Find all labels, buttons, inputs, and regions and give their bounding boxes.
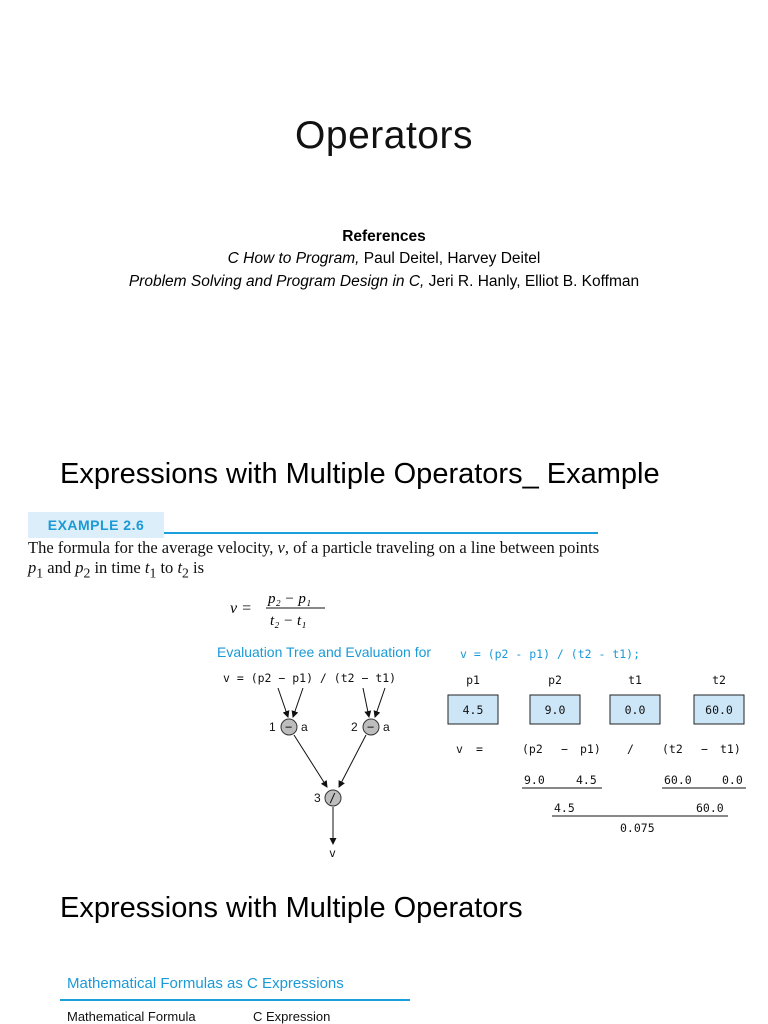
eval-val-p2: 9.0 (524, 773, 545, 787)
reference-2: Problem Solving and Program Design in C,… (120, 273, 648, 291)
references-heading: References (342, 228, 426, 245)
node-2-operator: − (367, 720, 374, 734)
variable-name-0: p1 (466, 673, 480, 687)
example-description: The formula for the average velocity, v,… (28, 538, 600, 581)
eval-diff-2: 60.0 (696, 801, 724, 815)
eval-val-p1: 4.5 (576, 773, 597, 787)
eval-t1: t1) (720, 742, 741, 756)
tree-edge-t1 (373, 687, 386, 718)
slide-title-multiple-operators: Expressions with Multiple Operators (60, 892, 523, 924)
variable-name-3: t2 (712, 673, 726, 687)
eval-equals: = (476, 742, 483, 756)
node-2-circle (362, 718, 380, 736)
node-1-circle (280, 718, 298, 736)
eval-v: v (456, 742, 463, 756)
node-2-assoc: a (383, 720, 390, 734)
eval-p1: p1) (580, 742, 601, 756)
eval-val-t1: 0.0 (722, 773, 743, 787)
variable-boxes: p1 4.5 p2 9.0 t1 0.0 t2 60.0 (447, 673, 745, 725)
eval-result: 0.075 (620, 821, 655, 835)
velocity-formula: v = p₂ − p₁ t₂ − t₁ (230, 591, 325, 629)
column-header-c-expression: C Expression (253, 1009, 331, 1024)
node-3-order: 3 (314, 791, 321, 805)
table-caption: Mathematical Formulas as C Expressions (67, 975, 344, 992)
eval-p2: (p2 (522, 742, 543, 756)
eval-t2: (t2 (662, 742, 683, 756)
reference-2-authors: Jeri R. Hanly, Elliot B. Koffman (424, 273, 640, 290)
variable-box-3 (693, 694, 745, 725)
evaluation-tree: v = (p2 − p1) / (t2 − t1) 1 − a 2 − a 3 … (223, 671, 396, 860)
tree-result: v (329, 846, 336, 860)
variable-name-1: p2 (548, 673, 562, 687)
tree-edge-t2 (362, 687, 372, 718)
reference-1-authors: Paul Deitel, Harvey Deitel (359, 250, 541, 267)
variable-name-2: t1 (628, 673, 642, 687)
example-tag: EXAMPLE 2.6 (28, 512, 164, 538)
tree-edge-p1 (291, 687, 304, 718)
evaluation-code: v = (p2 - p1) / (t2 - t1); (460, 647, 641, 661)
eval-divide: / (627, 742, 634, 756)
variable-box-0 (447, 694, 499, 725)
variable-value-3: 60.0 (705, 703, 733, 717)
column-header-formula: Mathematical Formula (67, 1009, 196, 1024)
tree-edge-node2 (338, 734, 367, 788)
variable-value-1: 9.0 (545, 703, 566, 717)
formula-denominator: t₂ − t₁ (270, 613, 306, 629)
node-1-operator: − (285, 720, 292, 734)
variable-box-2 (609, 694, 661, 725)
eval-minus-2: − (701, 742, 708, 756)
slide-title-operators: Operators (295, 114, 473, 157)
tree-expression: v = (p2 − p1) / (t2 − t1) (223, 671, 396, 685)
node-3-operator: / (329, 791, 336, 805)
evaluation-steps: p1 4.5 p2 9.0 t1 0.0 t2 60.0 v = (p2 − p1) / (t… (447, 673, 746, 835)
reference-1: C How to Program, Paul Deitel, Harvey De… (120, 248, 648, 270)
slide-title-example: Expressions with Multiple Operators_ Exa… (60, 458, 660, 490)
eval-val-t2: 60.0 (664, 773, 692, 787)
node-2-order: 2 (351, 720, 358, 734)
example-rule (164, 532, 598, 534)
tree-edge-p2 (277, 687, 290, 718)
eval-minus-1: − (561, 742, 568, 756)
references-block: References C How to Program, Paul Deitel… (120, 226, 648, 291)
evaluation-caption: Evaluation Tree and Evaluation for (217, 644, 432, 660)
reference-2-title: Problem Solving and Program Design in C, (128, 273, 425, 290)
variable-box-1 (529, 694, 581, 725)
node-1-assoc: a (301, 720, 308, 734)
formula-lhs: v = (230, 600, 252, 617)
variable-value-2: 0.0 (625, 703, 646, 717)
eval-diff-1: 4.5 (554, 801, 575, 815)
table-caption-rule (60, 999, 410, 1001)
tree-edge-node1 (293, 734, 328, 788)
reference-1-title: C How to Program, (227, 250, 360, 267)
formula-numerator: p₂ − p₁ (267, 591, 311, 607)
node-3-circle (324, 789, 342, 807)
variable-value-0: 4.5 (463, 703, 484, 717)
node-1-order: 1 (269, 720, 276, 734)
